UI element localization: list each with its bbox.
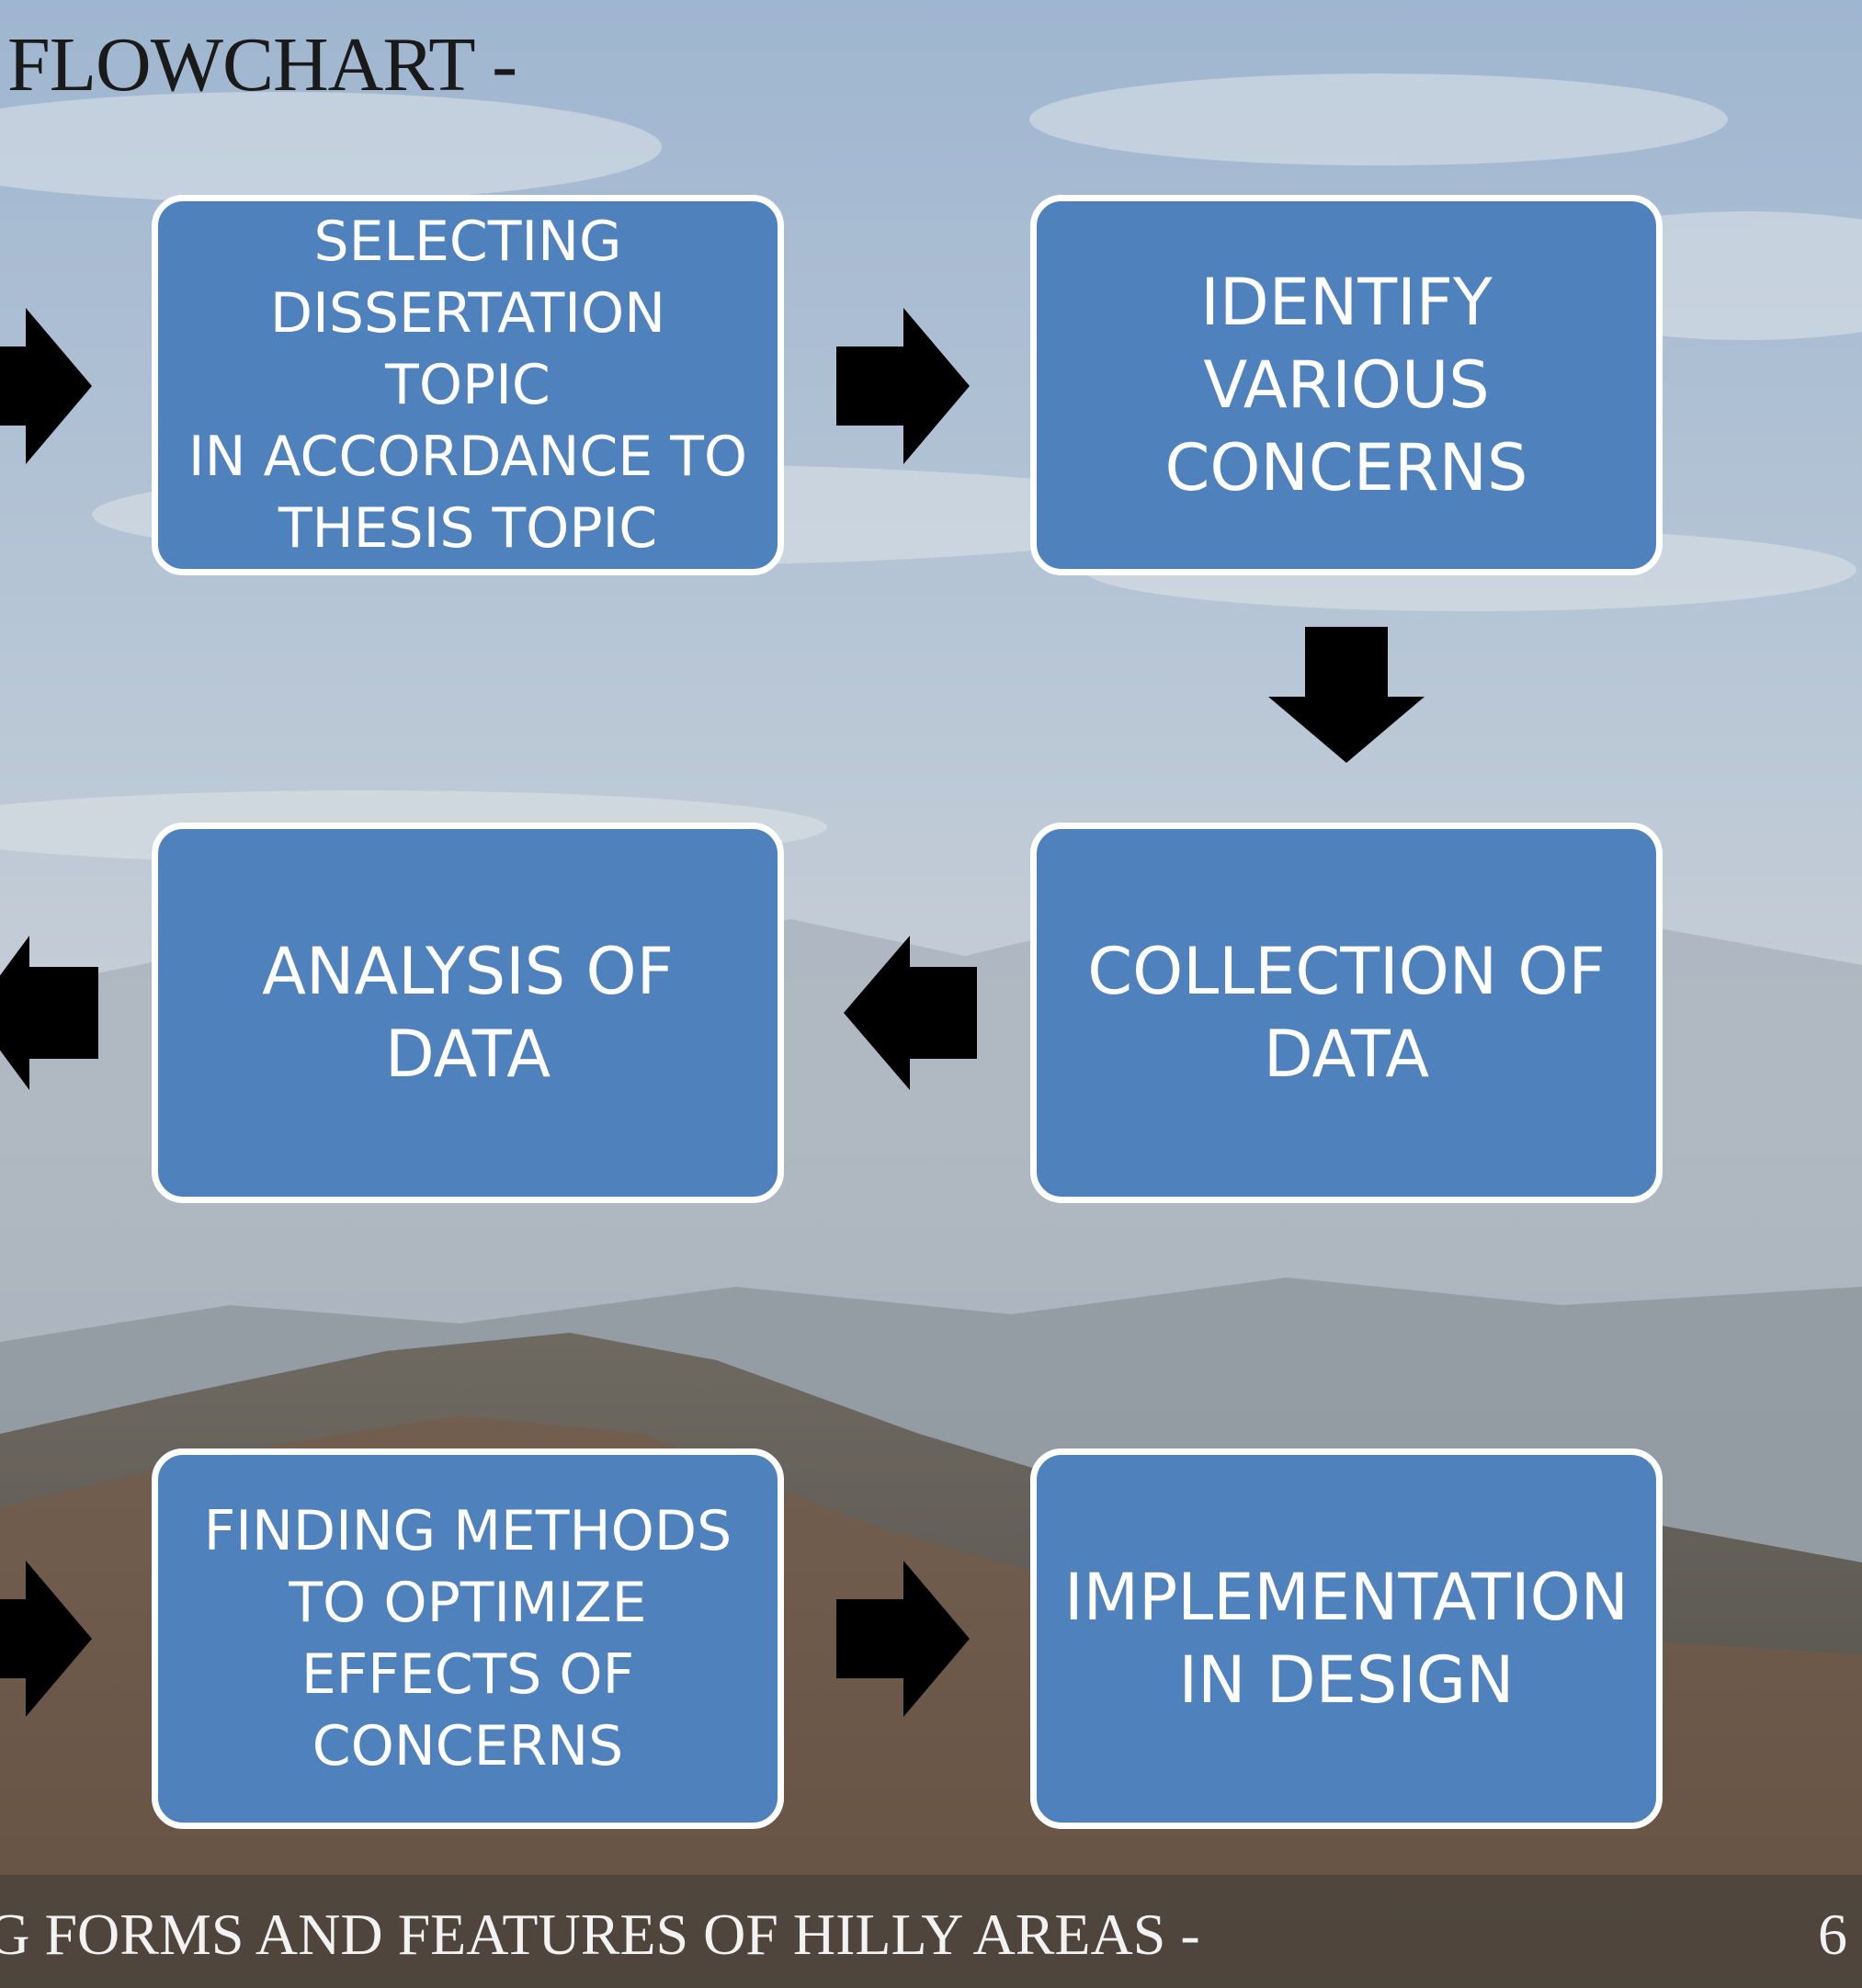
right-arrow-icon — [0, 1561, 92, 1717]
step-box-implementation: IMPLEMENTATION IN DESIGN — [1030, 1448, 1663, 1829]
right-arrow-icon — [836, 308, 970, 464]
step-label-analysis-of-data: ANALYSIS OF DATA — [262, 934, 674, 1092]
page-number: 6 — [1818, 1902, 1847, 1967]
step-box-identify-concerns: IDENTIFY VARIOUS CONCERNS — [1030, 195, 1663, 575]
step-box-collection-of-data: COLLECTION OF DATA — [1030, 823, 1663, 1203]
step-label-implementation: IMPLEMENTATION IN DESIGN — [1063, 1560, 1629, 1718]
slide-title: FLOWCHART - — [7, 22, 517, 108]
down-arrow-icon — [1268, 627, 1425, 763]
step-box-analysis-of-data: ANALYSIS OF DATA — [152, 823, 784, 1203]
step-label-identify-concerns: IDENTIFY VARIOUS CONCERNS — [1164, 265, 1528, 506]
right-arrow-icon — [0, 308, 92, 464]
left-arrow-icon — [844, 936, 977, 1090]
left-arrow-icon — [0, 936, 98, 1090]
step-label-selecting-topic: SELECTING DISSERTATION TOPIC IN ACCORDAN… — [187, 210, 748, 561]
step-box-selecting-topic: SELECTING DISSERTATION TOPIC IN ACCORDAN… — [152, 195, 784, 575]
step-box-finding-methods: FINDING METHODS TO OPTIMIZE EFFECTS OF C… — [152, 1448, 784, 1829]
right-arrow-icon — [836, 1561, 970, 1717]
slide-footer: NG FORMS AND FEATURES OF HILLY AREAS - — [0, 1902, 1200, 1967]
step-label-finding-methods: FINDING METHODS TO OPTIMIZE EFFECTS OF C… — [203, 1499, 732, 1778]
step-label-collection-of-data: COLLECTION OF DATA — [1087, 934, 1606, 1092]
